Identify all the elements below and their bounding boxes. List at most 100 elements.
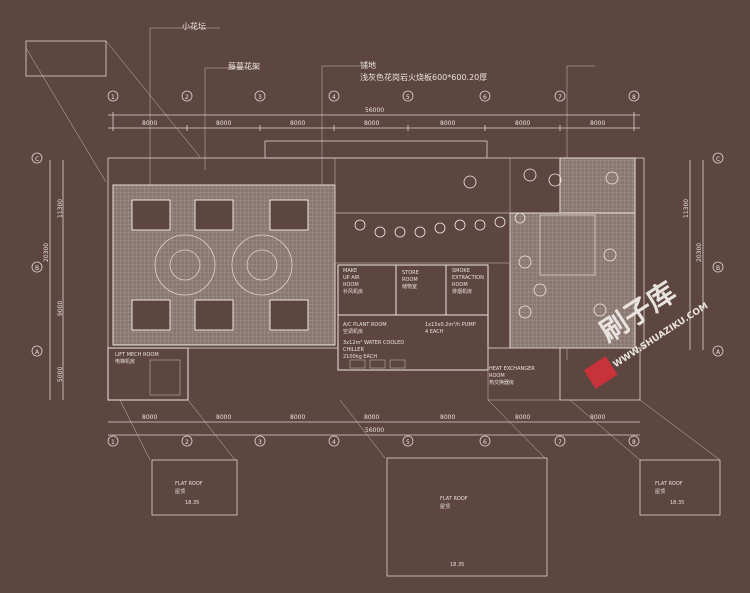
svg-text:7: 7 (558, 439, 562, 446)
svg-text:8: 8 (632, 439, 636, 446)
grid-bubbles-right: C B A (712, 152, 724, 357)
vine-trellis (264, 140, 488, 159)
flat-roof-left (151, 459, 238, 516)
grid-bubbles-left: C B A (31, 152, 43, 357)
dim-left-1: 20300 (43, 243, 50, 262)
svg-text:电梯机房: 电梯机房 (115, 358, 135, 365)
dim-bays-bottom: 8000 8000 8000 8000 8000 8000 8000 (142, 414, 605, 421)
svg-text:8000: 8000 (590, 414, 605, 421)
annotation-vine-trellis: 藤蔓花架 (228, 61, 260, 71)
annotation-paving-title: 铺地 (360, 60, 376, 70)
svg-text:1x15x0.2m³/h PUMP: 1x15x0.2m³/h PUMP (425, 322, 476, 328)
svg-text:FLAT ROOF: FLAT ROOF (655, 481, 683, 487)
flat-roof-center (386, 457, 548, 577)
svg-text:补风机房: 补风机房 (343, 288, 363, 295)
svg-text:6: 6 (483, 94, 487, 101)
svg-text:3: 3 (258, 439, 262, 446)
svg-text:8000: 8000 (142, 120, 157, 127)
svg-text:8000: 8000 (142, 414, 157, 421)
svg-text:HEAT EXCHANGER: HEAT EXCHANGER (489, 366, 535, 372)
svg-text:屋顶: 屋顶 (175, 489, 185, 495)
svg-text:屋顶: 屋顶 (655, 489, 665, 495)
svg-text:8000: 8000 (364, 120, 379, 127)
svg-text:B: B (716, 265, 720, 272)
svg-text:UP AIR: UP AIR (343, 275, 360, 281)
svg-text:C: C (35, 156, 39, 163)
svg-text:A: A (35, 349, 40, 356)
dim-total-top: 56000 (365, 107, 384, 114)
svg-text:B: B (35, 265, 39, 272)
svg-text:8000: 8000 (290, 414, 305, 421)
grid-bubbles-bottom: 1 2 3 4 5 6 7 8 (107, 435, 640, 447)
svg-text:8000: 8000 (590, 120, 605, 127)
svg-text:8000: 8000 (515, 414, 530, 421)
svg-text:3x12m² WATER COOLED: 3x12m² WATER COOLED (343, 340, 404, 346)
svg-text:6: 6 (483, 439, 487, 446)
svg-text:18.35: 18.35 (185, 500, 199, 506)
svg-text:4: 4 (332, 439, 336, 446)
svg-text:2: 2 (185, 94, 189, 101)
grid-bubbles-top: 1 2 3 4 5 6 7 8 (107, 90, 640, 102)
svg-text:8000: 8000 (216, 120, 231, 127)
annotation-small-planter: 小花坛 (182, 21, 206, 31)
svg-text:8000: 8000 (290, 120, 305, 127)
room-make-up-air (337, 264, 397, 316)
svg-text:排烟机房: 排烟机房 (452, 288, 472, 295)
svg-text:2: 2 (185, 439, 189, 446)
svg-text:1: 1 (111, 94, 115, 101)
svg-text:CHILLER: CHILLER (343, 347, 364, 353)
svg-text:ROOM: ROOM (489, 373, 505, 379)
svg-text:EXTRACTION: EXTRACTION (452, 275, 484, 281)
room-ac-plant (337, 314, 489, 371)
watermark-logo-icon (583, 356, 618, 389)
svg-text:2100kg EACH: 2100kg EACH (343, 354, 377, 360)
dim-bays-top: 8000 8000 8000 8000 8000 8000 8000 (142, 120, 605, 127)
svg-text:4 EACH: 4 EACH (425, 329, 444, 335)
svg-text:8000: 8000 (515, 120, 530, 127)
svg-text:7: 7 (558, 94, 562, 101)
svg-text:18.35: 18.35 (450, 562, 464, 568)
svg-text:储物室: 储物室 (402, 283, 417, 290)
flat-roof-right (639, 459, 721, 516)
tree-symbols (354, 168, 619, 319)
svg-text:A/C PLANT ROOM: A/C PLANT ROOM (343, 322, 387, 328)
annotation-paving-spec: 浅灰色花岗岩火烧板600*600.20厚 (360, 72, 487, 82)
svg-text:MAKE: MAKE (343, 268, 357, 274)
svg-text:屋顶: 屋顶 (440, 504, 450, 510)
svg-text:SMOKE: SMOKE (452, 268, 470, 274)
dim-right-0: 11300 (683, 199, 690, 218)
svg-text:8000: 8000 (216, 414, 231, 421)
svg-text:5: 5 (406, 439, 410, 446)
svg-text:空调机房: 空调机房 (343, 328, 363, 335)
walkway (539, 214, 596, 276)
svg-text:STORE: STORE (402, 270, 419, 276)
dim-left-0: 11300 (57, 199, 64, 218)
room-smoke-extraction (445, 264, 489, 316)
room-lift-mech (107, 347, 189, 401)
dim-left-2: 9000 (57, 301, 64, 316)
svg-text:LIFT MECH ROOM: LIFT MECH ROOM (115, 352, 159, 358)
svg-text:8: 8 (632, 94, 636, 101)
detail-box-top-left (25, 40, 107, 77)
svg-text:FLAT ROOF: FLAT ROOF (175, 481, 203, 487)
svg-text:8000: 8000 (440, 414, 455, 421)
svg-text:ROOM: ROOM (343, 282, 359, 288)
dim-left-3: 5000 (57, 367, 64, 382)
svg-text:热交换器房: 热交换器房 (489, 379, 514, 386)
central-garden (131, 199, 309, 331)
svg-text:8000: 8000 (440, 120, 455, 127)
svg-text:ROOM: ROOM (402, 277, 418, 283)
svg-text:ROOM: ROOM (452, 282, 468, 288)
svg-text:1: 1 (111, 439, 115, 446)
svg-text:FLAT ROOF: FLAT ROOF (440, 496, 468, 502)
dim-total-bottom: 56000 (365, 427, 384, 434)
svg-text:C: C (716, 156, 720, 163)
svg-text:5: 5 (406, 94, 410, 101)
svg-text:4: 4 (332, 94, 336, 101)
svg-text:3: 3 (258, 94, 262, 101)
svg-text:8000: 8000 (364, 414, 379, 421)
dim-right-1: 20300 (696, 243, 703, 262)
svg-text:A: A (716, 349, 721, 356)
room-store (395, 264, 447, 316)
